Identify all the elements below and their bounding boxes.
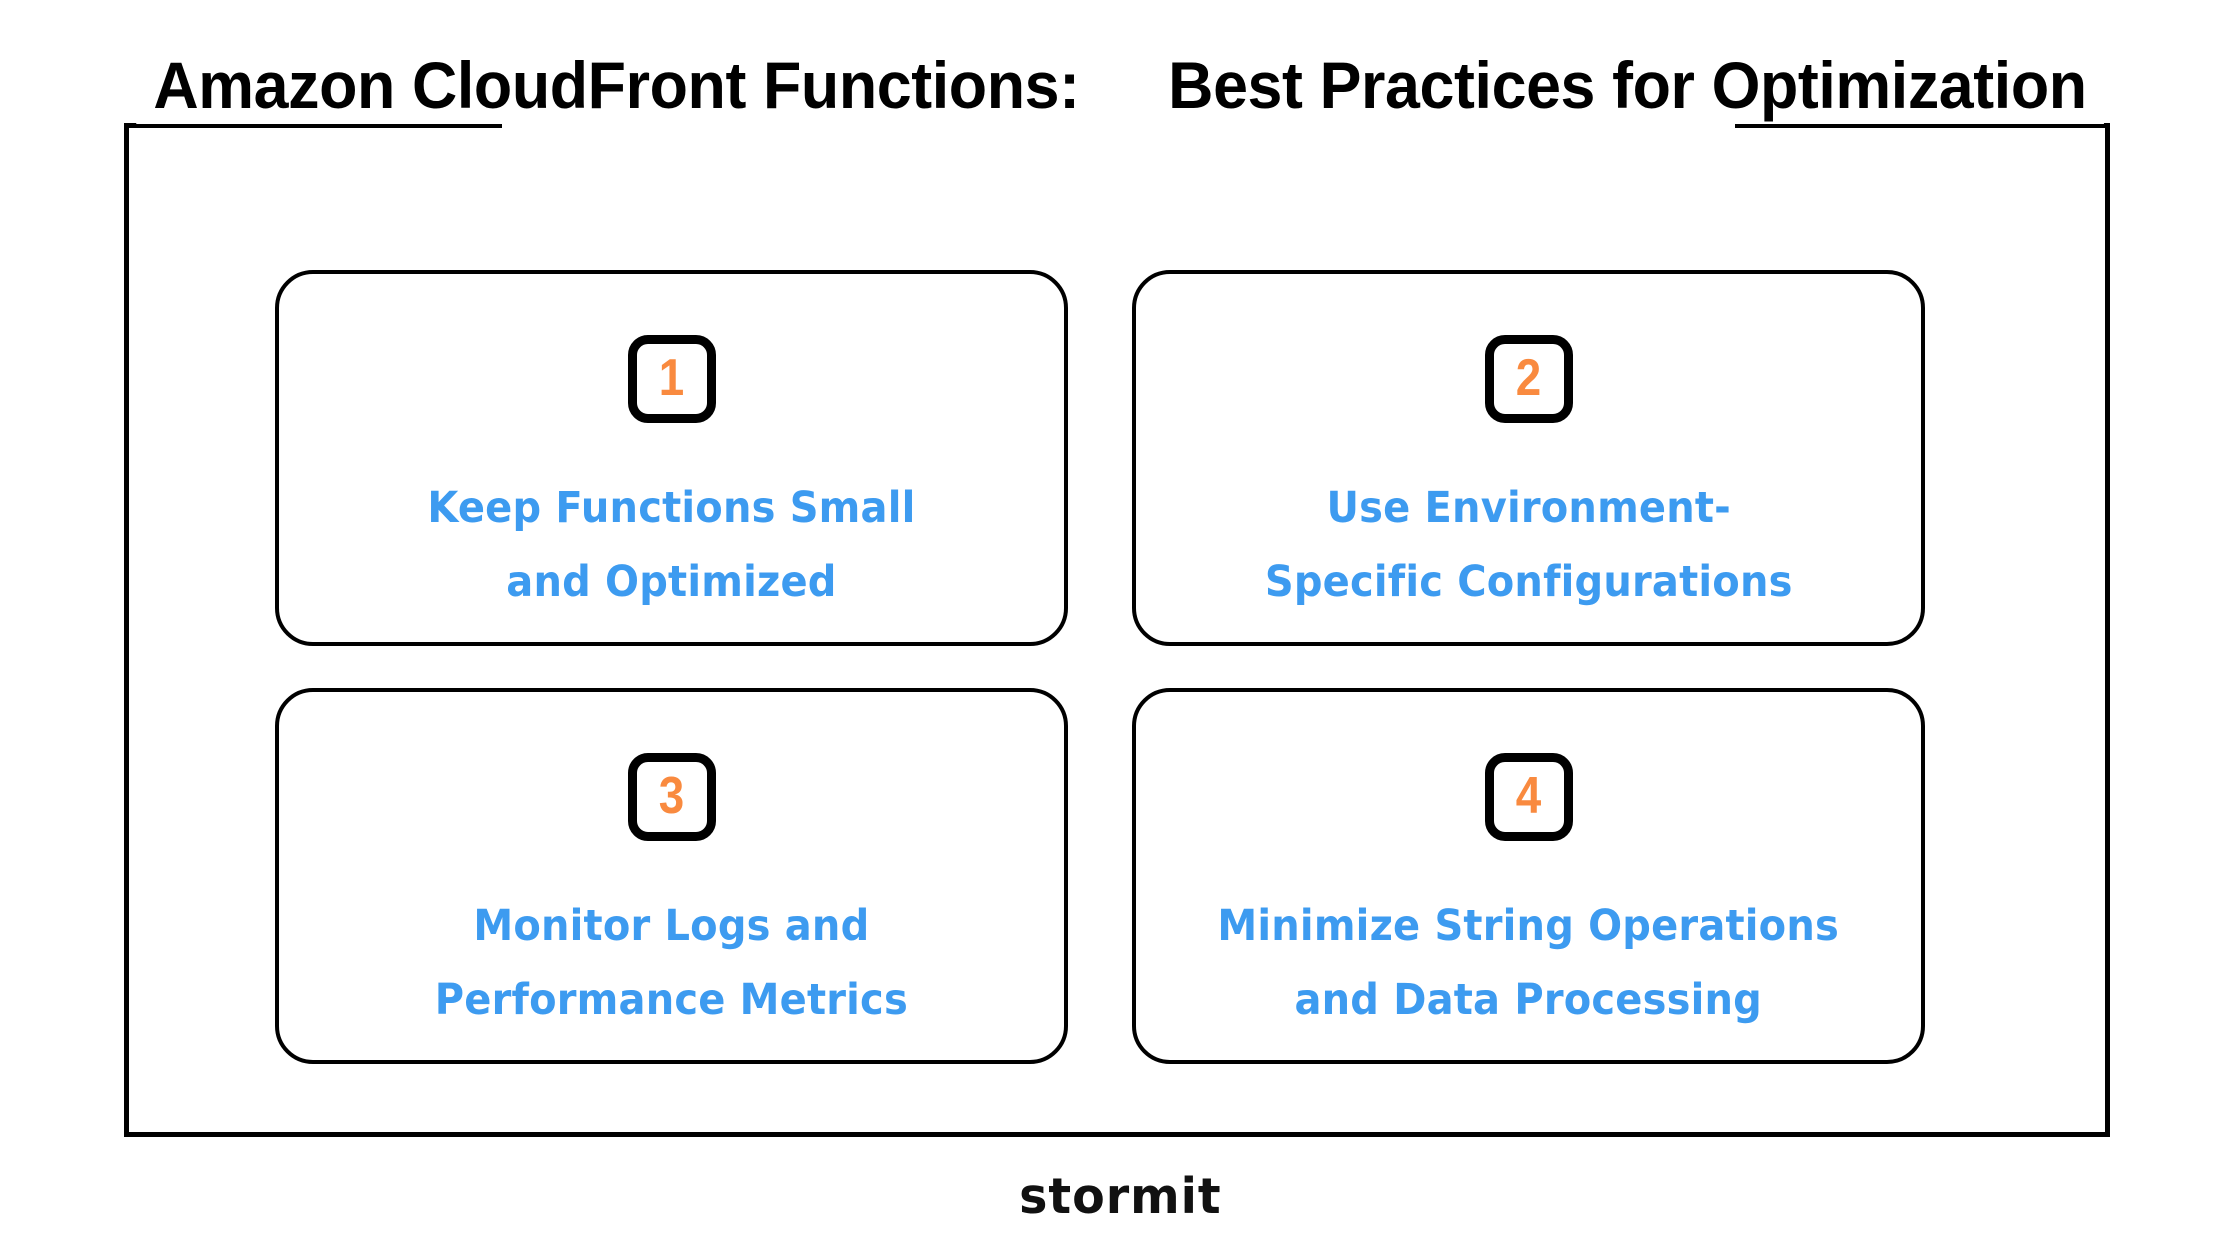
badge-number-label: 2 [1515,349,1542,407]
practice-card-2[interactable]: 2 Use Environment- Specific Configuratio… [1132,270,1925,646]
title-line-2: Best Practices for Optimization [1151,46,2105,124]
practice-card-4-title: Minimize String Operations and Data Proc… [1217,901,1840,1025]
practice-card-1-title: Keep Functions Small and Optimized [427,483,916,607]
badge-number-label: 1 [658,349,685,407]
practice-card-1[interactable]: 1 Keep Functions Small and Optimized [275,270,1068,646]
title-line-1: Amazon CloudFront Functions: [136,46,1097,124]
frame-right-segment [2105,123,2110,1137]
badge-number-label: 3 [658,767,685,825]
frame-bottom-segment [124,1132,2110,1137]
number-badge-1: 1 [627,335,716,423]
footer-logo: stormit [0,1168,2240,1225]
best-practices-grid: 1 Keep Functions Small and Optimized 2 U… [275,270,1925,1064]
number-badge-4: 4 [1484,753,1573,841]
number-badge-2: 2 [1484,335,1573,423]
badge-number-label: 4 [1515,767,1542,825]
practice-card-2-title: Use Environment- Specific Configurations [1264,483,1793,607]
frame-top-left-segment [124,123,502,128]
page-title: Amazon CloudFront Functions: Best Practi… [0,46,2240,124]
practice-card-3-title: Monitor Logs and Performance Metrics [434,901,909,1025]
brand-wordmark: stormit [1018,1168,1222,1225]
frame-left-segment [124,123,129,1137]
practice-card-3[interactable]: 3 Monitor Logs and Performance Metrics [275,688,1068,1064]
number-badge-3: 3 [627,753,716,841]
practice-card-4[interactable]: 4 Minimize String Operations and Data Pr… [1132,688,1925,1064]
frame-top-right-segment [1735,123,2110,128]
